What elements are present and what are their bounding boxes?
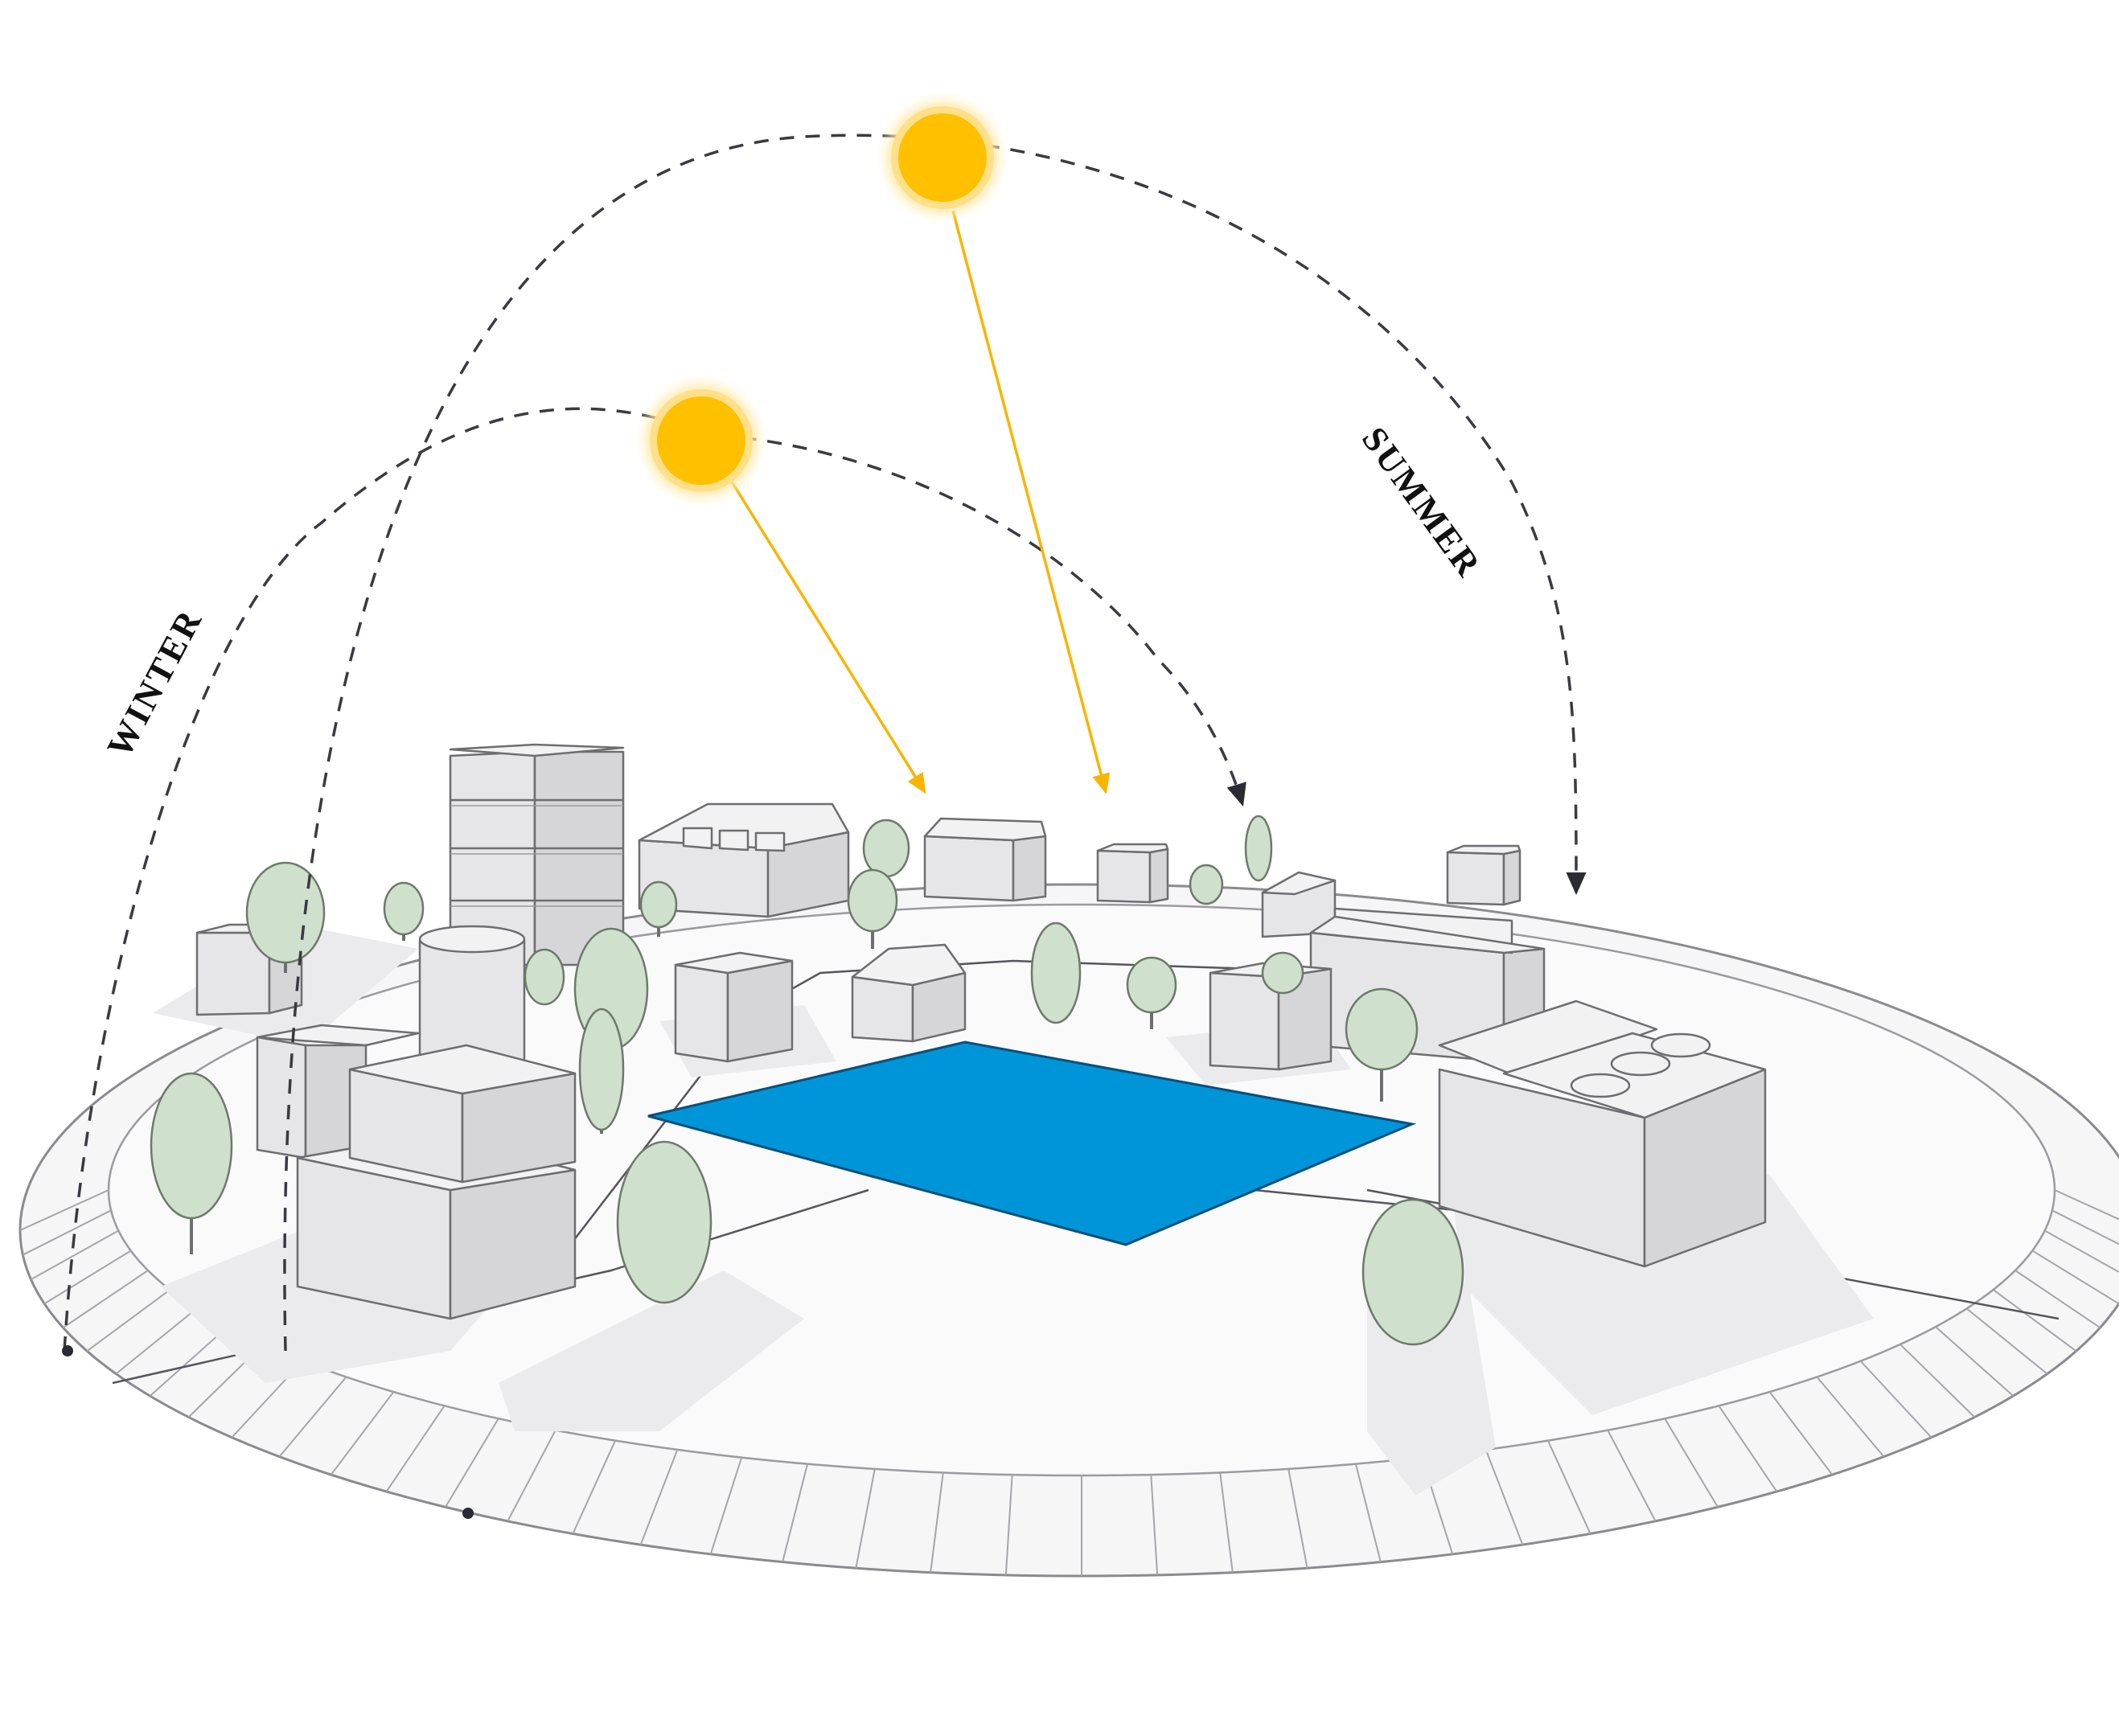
building-back-center (923, 817, 1047, 902)
rim-tick (1354, 1463, 1382, 1562)
tree-icon (578, 1008, 625, 1134)
rim-tick (930, 1472, 944, 1573)
tree-icon (383, 881, 425, 941)
winter-sun-icon (635, 375, 767, 507)
rim-tick (1150, 1475, 1159, 1575)
tree-icon (1261, 951, 1304, 995)
building-right-mid-cube (1209, 962, 1333, 1071)
building-mid-gabled (851, 943, 967, 1043)
tree-icon (847, 868, 898, 949)
rim-tick (62, 1270, 149, 1328)
trees (150, 815, 1464, 1346)
winter-sun-path (63, 407, 1246, 1352)
tree-icon (616, 1140, 712, 1304)
winter-sun-ray (725, 472, 926, 794)
tree-icon (1345, 987, 1419, 1102)
rim-tick (1935, 1326, 2014, 1397)
building-mid-cube (674, 951, 794, 1063)
rim-tick (2054, 1189, 2119, 1221)
building-left-stacked (296, 1044, 577, 1320)
solar-panel-plot (647, 1040, 1417, 1246)
rim-tick (22, 1209, 112, 1256)
rim-tick (385, 1405, 446, 1492)
rim-tick (639, 1449, 679, 1545)
rim-tick (1219, 1472, 1234, 1573)
rim-tick (86, 1289, 170, 1352)
rim-tick (1993, 1289, 2077, 1352)
tree-icon (245, 861, 326, 973)
rim-tick (1287, 1468, 1308, 1569)
building-back-right (1446, 844, 1521, 906)
rim-tick (2031, 1250, 2119, 1305)
tree-icon (1189, 864, 1224, 905)
building-back-small (1096, 843, 1169, 904)
rim-tick (445, 1418, 499, 1508)
rim-tick (1718, 1405, 1778, 1492)
building-tower (449, 743, 625, 966)
rim-tick (572, 1440, 617, 1534)
winter-label: WINTER (100, 602, 211, 764)
tree-icon (150, 1072, 233, 1254)
building-gabled-back (638, 802, 850, 918)
winter-path-start-dot (62, 1345, 73, 1356)
rim-tick (30, 1229, 119, 1281)
rim-tick (782, 1463, 809, 1562)
rim-tick (1664, 1418, 1719, 1508)
tree-icon (1244, 815, 1273, 882)
rim-tick (1546, 1440, 1591, 1534)
rim-tick (19, 1189, 109, 1231)
rim-tick (149, 1326, 228, 1397)
building-gabled-right-back (1261, 871, 1337, 938)
rim-tick (1607, 1430, 1657, 1522)
rim-tick (507, 1430, 556, 1522)
summer-path-start-dot (462, 1508, 474, 1519)
summer-sun-ray (951, 210, 1111, 794)
rim-tick (1816, 1376, 1885, 1458)
tree-icon (639, 880, 678, 937)
rim-tick (709, 1457, 743, 1555)
rim-tick (2014, 1270, 2101, 1328)
rim-tick (278, 1376, 347, 1458)
rim-tick (855, 1468, 876, 1569)
rim-tick (1004, 1475, 1013, 1575)
building-right-factory (1438, 999, 1767, 1268)
rim-tick (1485, 1449, 1524, 1545)
tree-icon (524, 948, 565, 1006)
tree-icon (1030, 921, 1082, 1024)
rim-tick (330, 1391, 395, 1475)
rim-tick (115, 1307, 197, 1375)
rim-tick (1859, 1360, 1932, 1438)
rim-tick (43, 1250, 132, 1305)
tree-icon (1361, 1198, 1464, 1346)
rim-tick (2044, 1229, 2119, 1274)
rim-tick (1899, 1344, 1976, 1418)
rim-tick (1768, 1391, 1834, 1475)
tree-icon (1126, 956, 1177, 1029)
rim-tick (1966, 1307, 2048, 1375)
summer-label: SUMMER (1354, 420, 1489, 585)
summer-sun-icon (877, 92, 1008, 224)
rim-tick (2051, 1209, 2119, 1246)
